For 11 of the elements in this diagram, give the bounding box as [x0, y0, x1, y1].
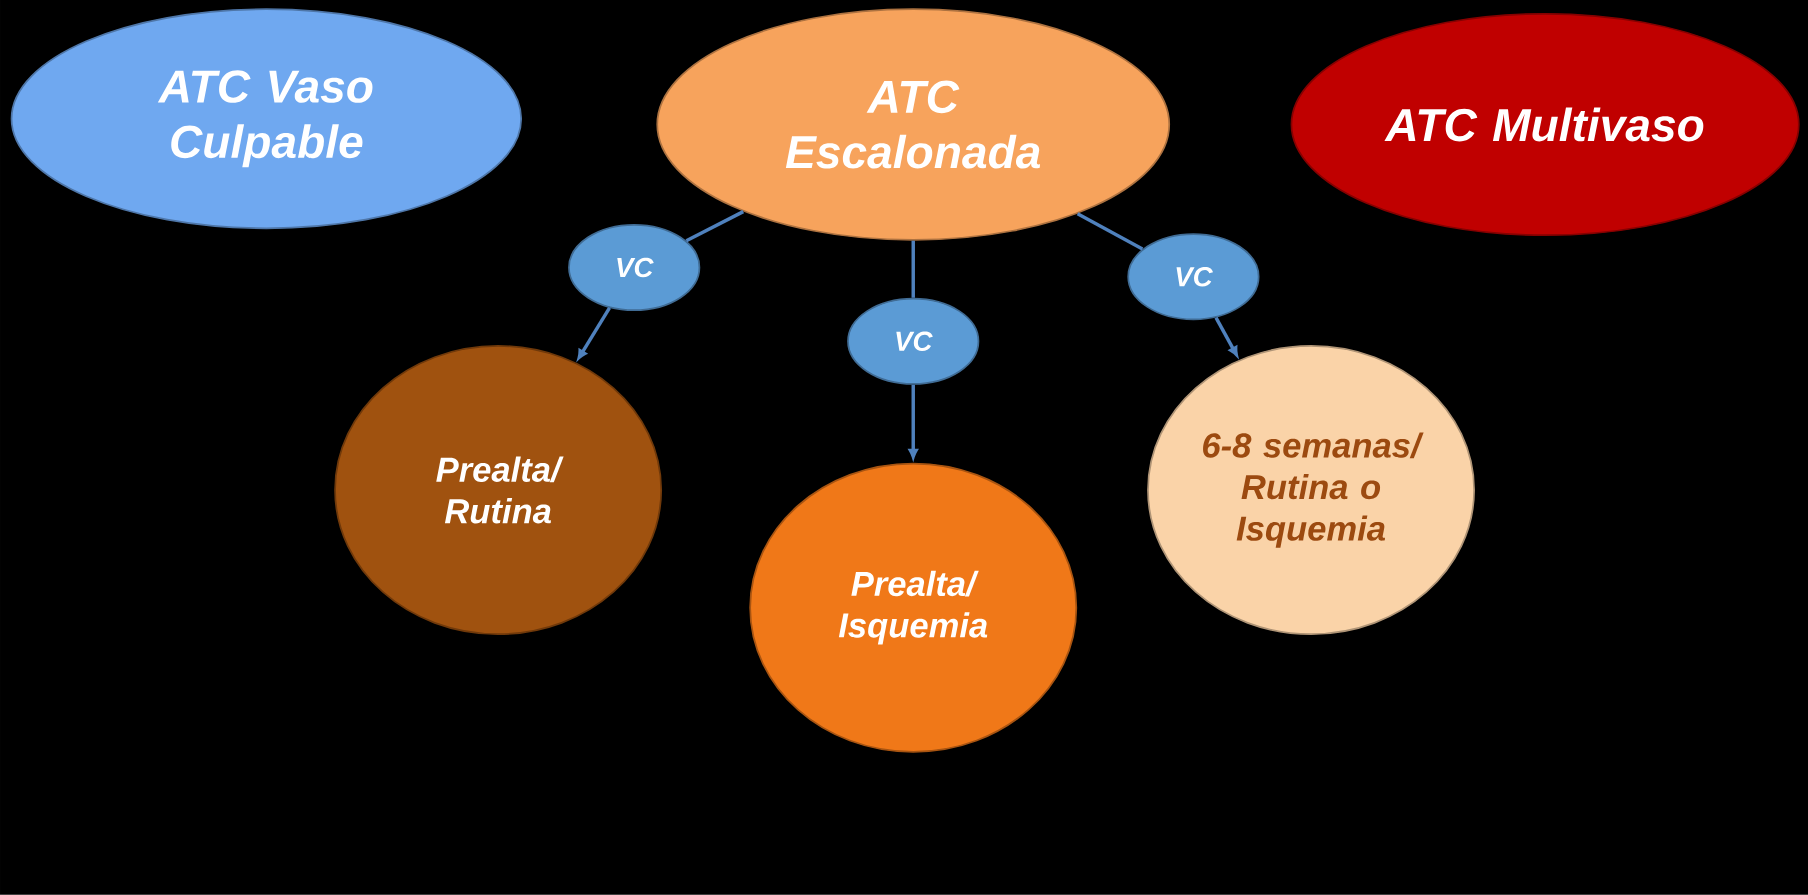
small-oval: VC — [847, 297, 980, 385]
circle-box: 6-8 semanas/ Rutina o Isquemia — [1147, 345, 1475, 636]
oval-box: ATC Vaso Culpable — [10, 8, 523, 230]
circle-box: Prealta/ Isquemia — [749, 462, 1078, 753]
small-oval: VC — [568, 224, 701, 312]
oval-box: ATC Escalonada — [656, 8, 1171, 241]
oval-box: ATC Multivaso — [1290, 13, 1800, 237]
small-oval: VC — [1127, 233, 1260, 321]
circle-box: Prealta/ Rutina — [334, 345, 663, 636]
arrow — [577, 307, 611, 360]
arrow — [1214, 316, 1239, 357]
